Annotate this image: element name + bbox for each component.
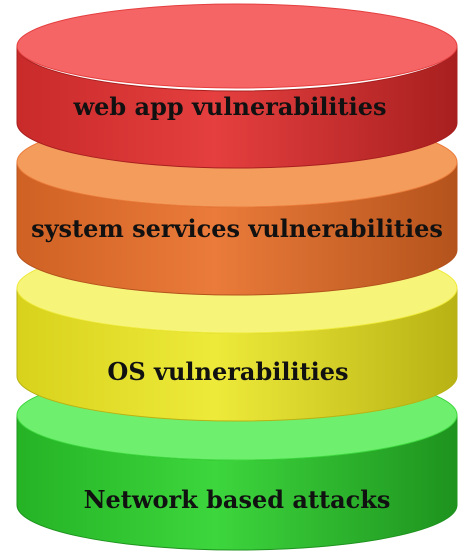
layer-side [16,45,458,169]
layer-web-app-vulnerabilities: web app vulnerabilities [16,3,458,169]
layer-label: Network based attacks [84,485,391,514]
layer-label: OS vulnerabilities [107,357,348,386]
layer-top [16,3,458,89]
layer-label: system services vulnerabilities [31,214,443,243]
layer-label: web app vulnerabilities [72,92,386,121]
